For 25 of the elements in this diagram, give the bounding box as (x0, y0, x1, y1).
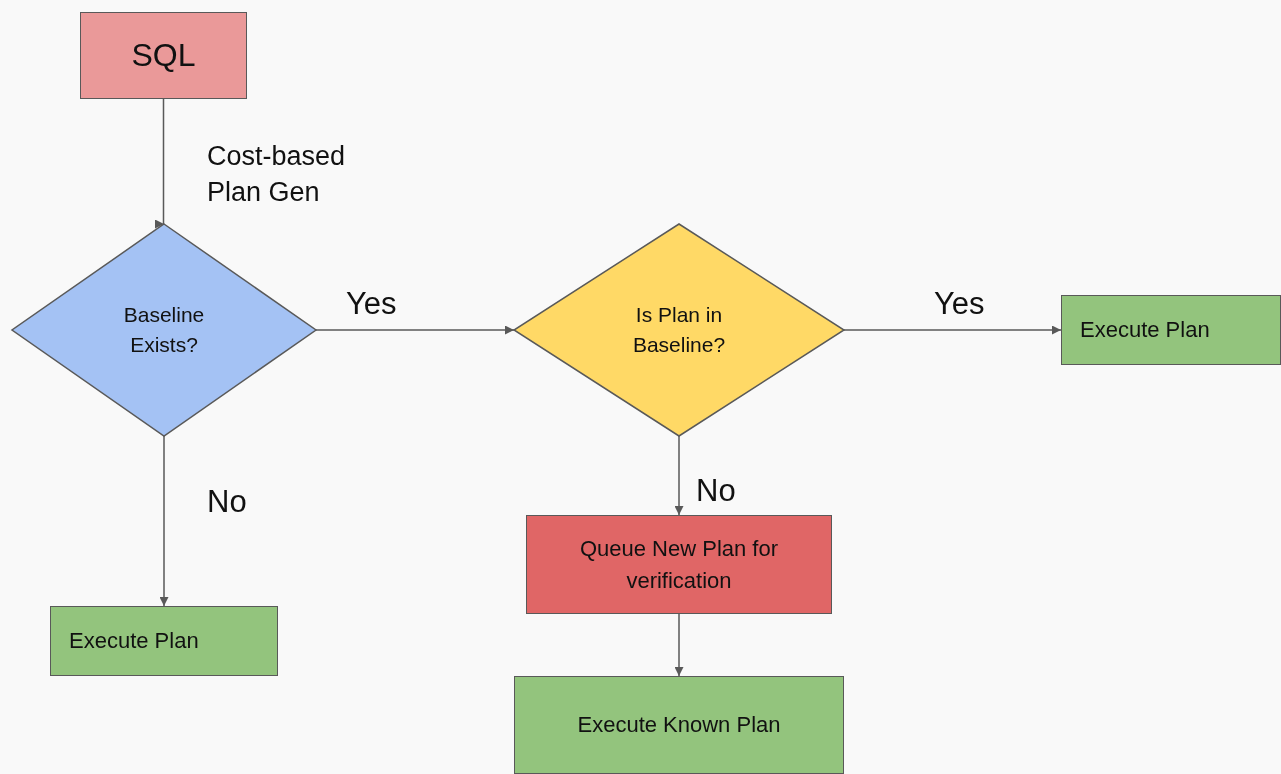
node-label: Execute Plan (69, 627, 199, 656)
node-label: Execute Known Plan (577, 711, 781, 740)
node-label: Queue New Plan for verification (578, 534, 780, 595)
arrow (674, 435, 684, 516)
arrow (155, 98, 165, 229)
arrow (159, 435, 169, 607)
edge-label: Cost-based Plan Gen (207, 140, 347, 210)
node-label: Execute Plan (1080, 316, 1210, 345)
decision-diamond (514, 224, 844, 436)
node-label: Is Plan in Baseline? (631, 301, 727, 358)
edge-label: Yes (346, 285, 398, 323)
decision-diamond (12, 224, 316, 436)
process-box (50, 606, 278, 676)
node-label: Baseline Exists? (122, 301, 206, 358)
process-box (80, 12, 247, 99)
edge-label: No (696, 472, 737, 510)
process-box (1061, 295, 1281, 365)
edge-label: Yes (934, 285, 986, 323)
arrow (674, 613, 684, 677)
node-label: SQL (131, 36, 196, 76)
arrow (843, 325, 1062, 335)
process-box (526, 515, 832, 614)
edge-label: No (207, 483, 248, 521)
arrow (315, 325, 515, 335)
process-box (514, 676, 844, 774)
